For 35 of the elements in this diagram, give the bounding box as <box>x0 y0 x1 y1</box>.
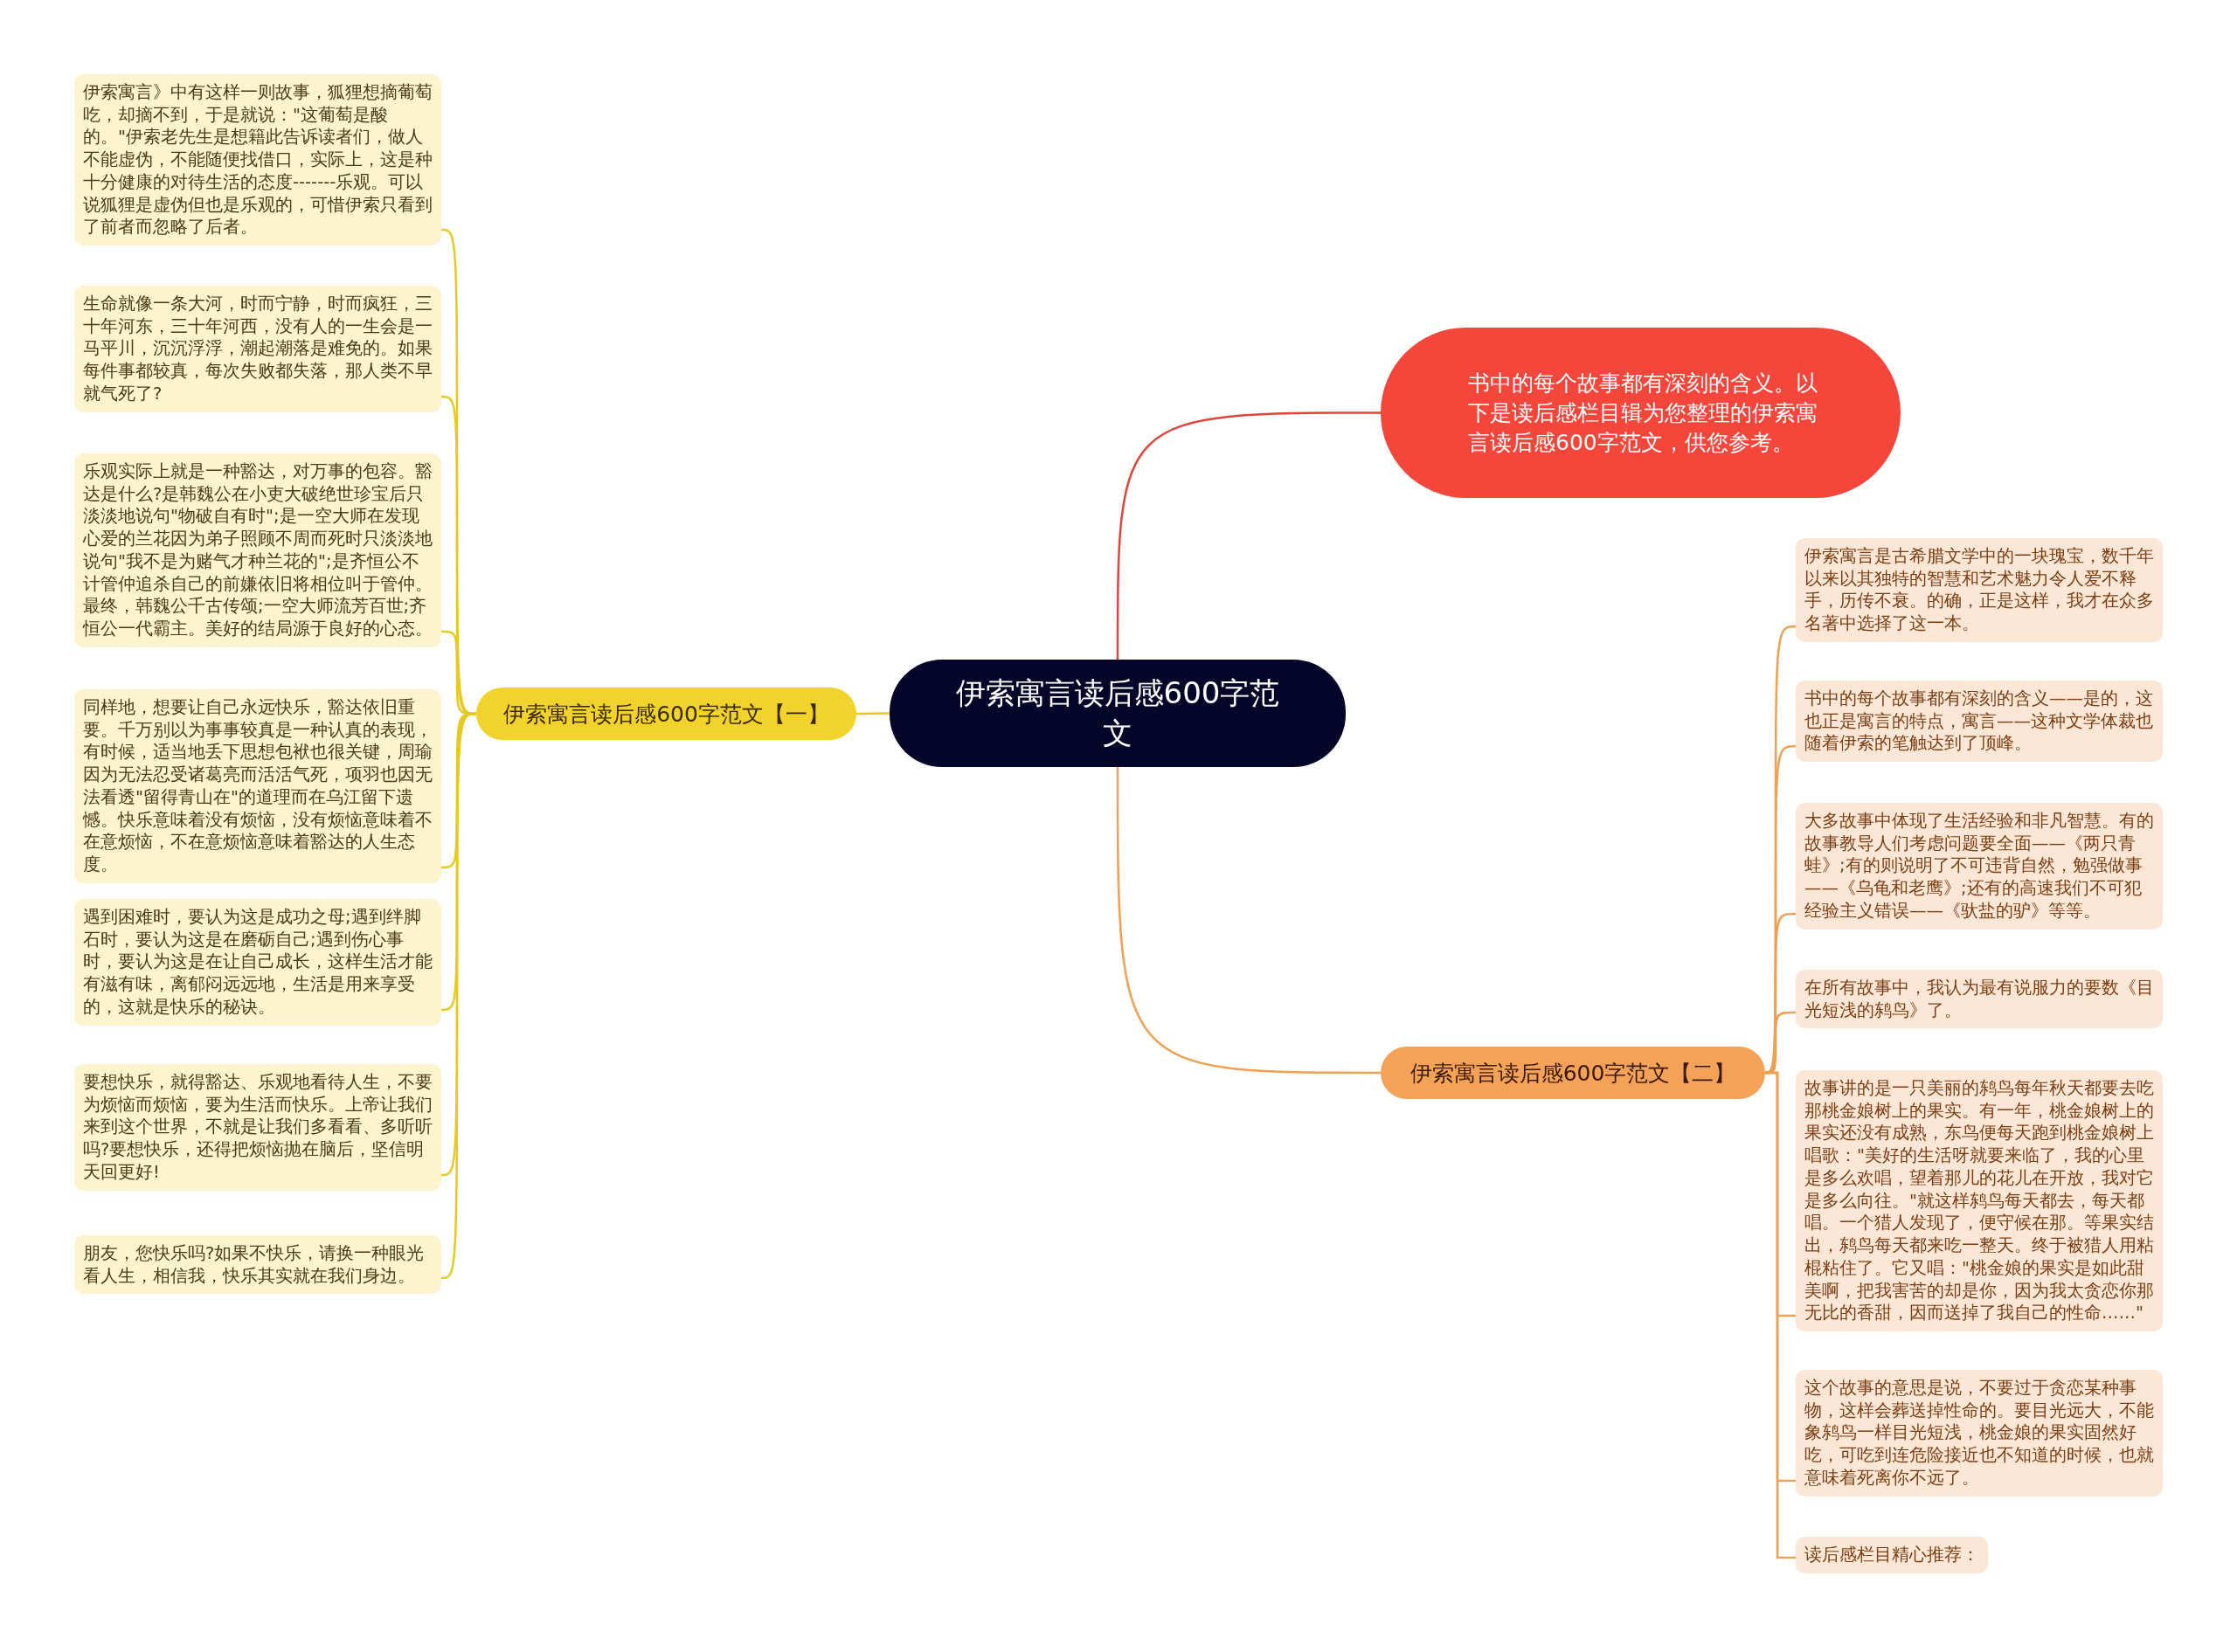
card-text: 遇到困难时，要认为这是成功之母;遇到绊脚石时，要认为这是在磨砺自己;遇到伤心事时，要认为这是在让自己成长，这样生活才能有滋有味，离郁闷远远地，生活是用来享受的，这就是快乐的秘诀。 <box>83 906 433 1019</box>
card-text: 朋友，您快乐吗?如果不快乐，请换一种眼光看人生，相信我，快乐其实就在我们身边。 <box>83 1242 426 1288</box>
text-card <box>74 286 441 412</box>
card-text: 书中的每个故事都有深刻的含义。以下是读后感栏目辑为您整理的伊索寓言读后感600字范文，供您参考。 <box>1468 369 1818 457</box>
text-card <box>74 1064 441 1191</box>
text-card <box>1796 1370 2163 1496</box>
text-card <box>1796 1537 1988 1573</box>
text-card <box>74 1235 441 1295</box>
text-card <box>74 899 441 1026</box>
card-text: 在所有故事中，我认为最有说服力的要数《目光短浅的鸫鸟》了。 <box>1804 977 2154 1022</box>
card-text: 伊索寓言是古希腊文学中的一块瑰宝，数千年以来以其独特的智慧和艺术魅力令人爱不释手，历传不衰。的确，正是这样，我才在众多名著中选择了这一本。 <box>1804 545 2154 635</box>
card-text: 同样地，想要让自己永远快乐，豁达依旧重要。千万别以为事事较真是一种认真的表现，有时候，适当地丢下思想包袱也很关键，周瑜因为无法忍受诸葛亮而活活气死，项羽也因无法看透"留得青山在"的道理而在乌江留下遗憾。快乐意味着没有烦恼，没有烦恼意味着不在意烦恼，不在意烦恼意味着豁达的人生态度。 <box>83 696 433 876</box>
topic-label: 伊索寓言读后感600字范文【一】 <box>503 700 829 729</box>
card-text: 伊索寓言》中有这样一则故事，狐狸想摘葡萄吃，却摘不到，于是就说："这葡萄是酸的。"伊索老先生是想籍此告诉读者们，做人不能虚伪，不能随便找借口，实际上，这是种十分健康的对待生活的态度-------乐观。可以说狐狸是虚伪但也是乐观的，可惜伊索只看到了前者而忽略了后者。 <box>83 81 433 239</box>
branch-topic <box>476 688 856 740</box>
card-text: 这个故事的意思是说，不要过于贪恋某种事物，这样会葬送掉性命的。要目光远大，不能象鸫鸟一样目光短浅，桃金娘的果实固然好吃，可吃到连危险接近也不知道的时候，也就意味着死离你不远了。 <box>1804 1377 2154 1490</box>
connector-line <box>440 712 477 1280</box>
card-text: 故事讲的是一只美丽的鸫鸟每年秋天都要去吃那桃金娘树上的果实。有一年，桃金娘树上的果实还没有成熟，东鸟便每天跑到桃金娘树上唱歌："美好的生活呀就要来临了，我的心里是多么欢唱，望着那儿的花儿在开放，我对它是多么向往。"就这样鸫鸟每天都去，每天都唱。一个猎人发现了，便守候在那。等果实结出，鸫鸟每天都来吃一整天。终于被猎人用粘棍粘住了。它又唱："桃金娘的果实是如此甜美啊，把我害苦的却是你，因为我太贪恋你那无比的香甜，因而送掉了我自己的性命……" <box>1804 1077 2154 1325</box>
card-text: 要想快乐，就得豁达、乐观地看待人生，不要为烦恼而烦恼，要为生活而快乐。上帝让我们来到这个世界，不就是让我们多看看、多听听吗?要想快乐，还得把烦恼抛在脑后，坚信明天回更好! <box>83 1071 433 1184</box>
connector-line <box>1116 767 1381 1075</box>
card-text: 书中的每个故事都有深刻的含义——是的，这也正是寓言的特点，寓言——这种文学体裁也随着伊索的笔触达到了顶峰。 <box>1804 688 2154 756</box>
text-card <box>1796 538 2163 642</box>
topic-label: 伊索寓言读后感600字范文【二】 <box>1409 1059 1736 1088</box>
card-text: 读后感栏目精心推荐： <box>1804 1544 1979 1566</box>
connector-line <box>856 712 890 715</box>
branch-topic <box>1381 1047 1765 1099</box>
card-text: 乐观实际上就是一种豁达，对万事的包容。豁达是什么?是韩魏公在小吏大破绝世珍宝后只淡淡地说句"物破自有时";是一空大师在发现心爱的兰花因为弟子照顾不周而死时只淡淡地说句"我不是为赌气才种兰花的";是齐恒公不计管仲追杀自己的前嫌依旧将相位叫于管仲。最终，韩魏公千古传颂;一空大师流芳百世;齐恒公一代霸主。美好的结局源于良好的心态。 <box>83 460 433 640</box>
text-card <box>1796 970 2163 1029</box>
topic-label: 伊索寓言读后感600字范文 <box>954 674 1281 752</box>
card-text: 生命就像一条大河，时而宁静，时而疯狂，三十年河东，三十年河西，没有人的一生会是一马平川，沉沉浮浮，潮起潮落是难免的。如果每件事都较真，每次失败都失落，那人类不早就气死了? <box>83 293 433 405</box>
connector-line <box>1116 411 1381 660</box>
connector-line <box>1765 1071 1796 1559</box>
card-text: 大多故事中体现了生活经验和非凡智慧。有的故事教导人们考虑问题要全面——《两只青蛙》;有的则说明了不可违背自然，勉强做事——《乌龟和老鹰》;还有的高速我们不可犯经验主义错误——《驮盐的驴》等等。 <box>1804 810 2154 923</box>
text-card <box>1796 681 2163 763</box>
text-card <box>1796 803 2163 930</box>
